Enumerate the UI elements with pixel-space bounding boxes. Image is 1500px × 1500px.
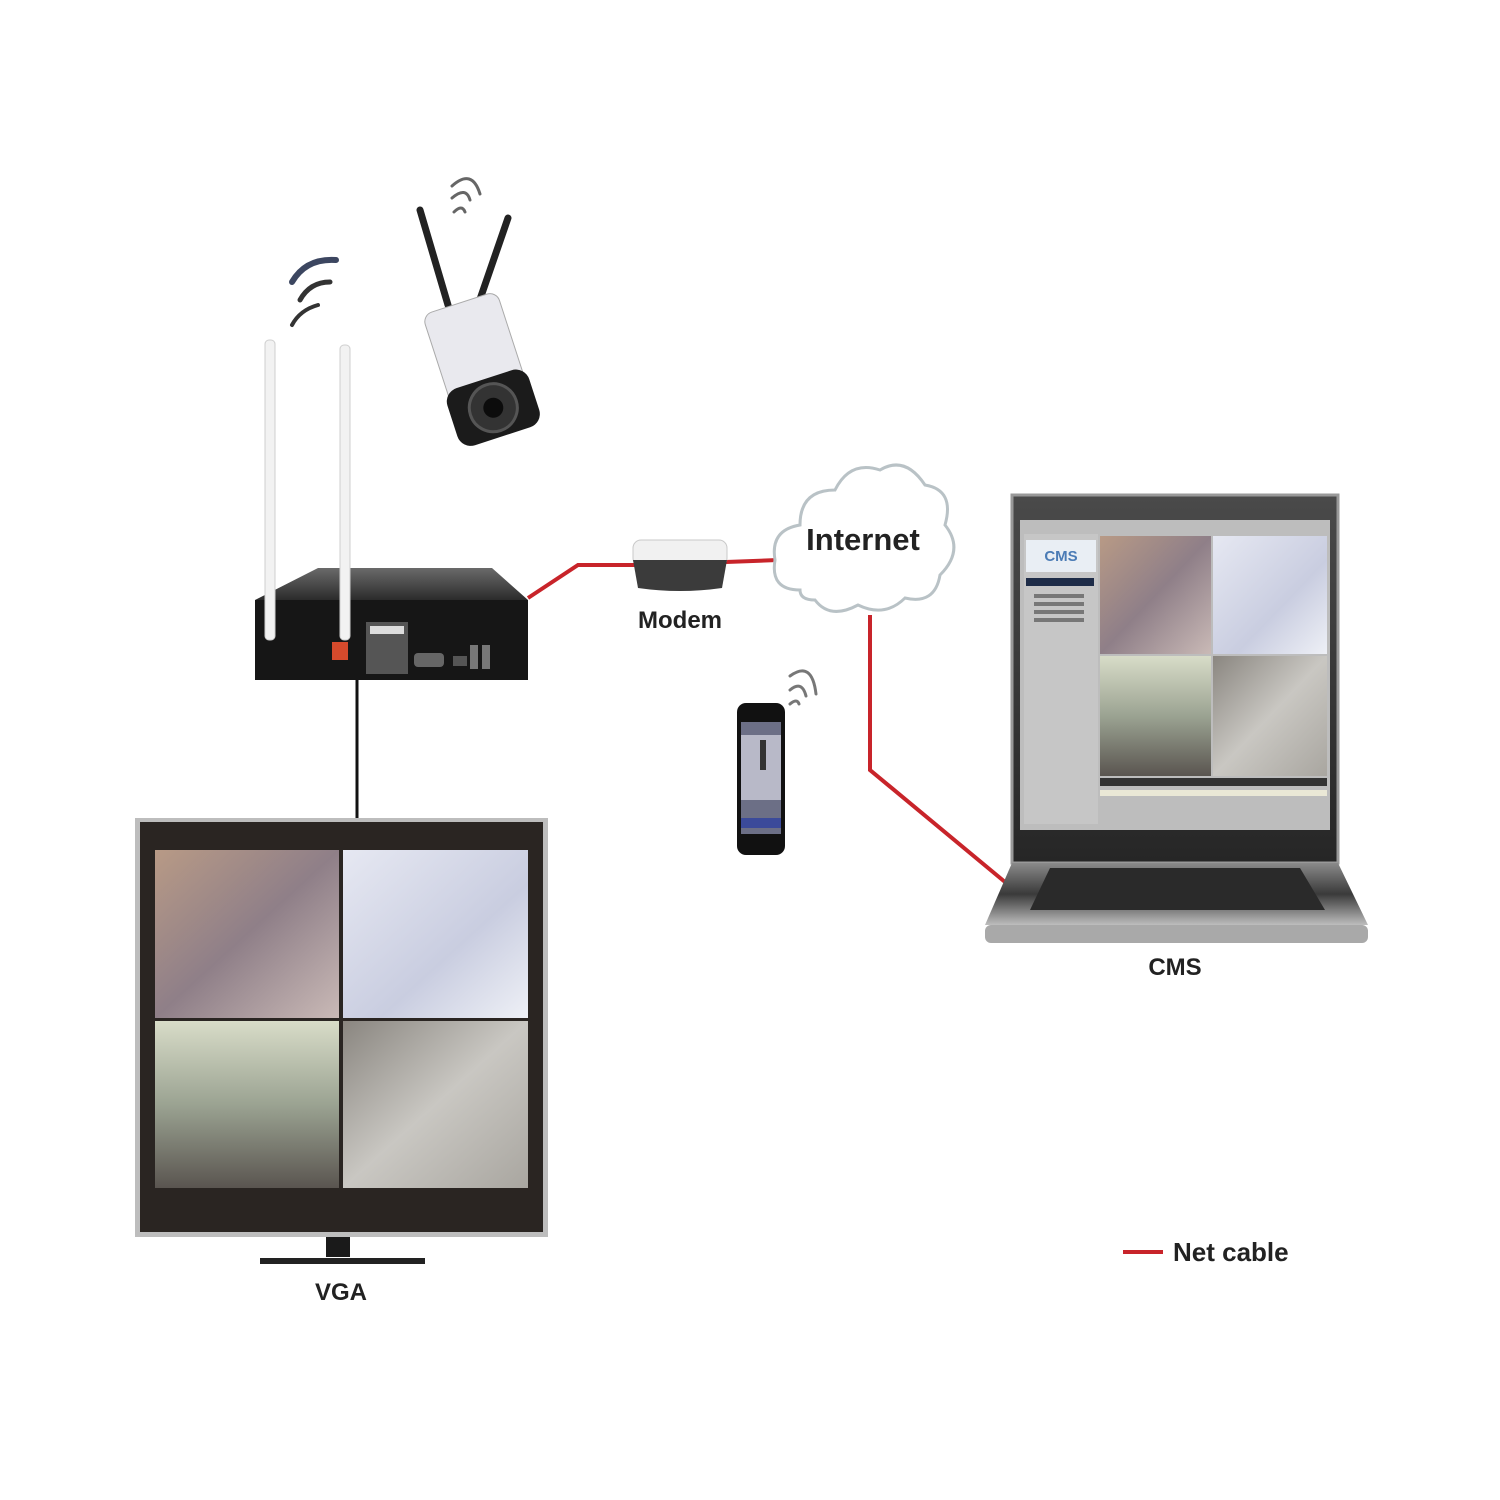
smartphone — [737, 703, 785, 855]
nvr-recorder — [255, 339, 528, 680]
camera-feed — [1213, 536, 1327, 654]
net-cable-internet-laptop — [868, 615, 1007, 884]
antenna-left — [264, 339, 276, 641]
camera-feed — [1213, 656, 1327, 776]
modem-label: Modem — [638, 607, 722, 634]
modem — [632, 539, 728, 591]
ethernet-port — [332, 642, 348, 660]
cms-label: CMS — [1148, 954, 1201, 981]
legend: Net cable — [1123, 1237, 1289, 1267]
laptop: CMS — [985, 493, 1368, 943]
net-cable-nvr-modem — [526, 563, 636, 600]
camera-wifi-icon — [450, 177, 482, 214]
cms-logo: CMS — [1044, 548, 1077, 565]
camera-feed — [155, 850, 339, 1018]
legend-net-cable-label: Net cable — [1173, 1237, 1289, 1267]
wifi-signal-icon — [289, 256, 339, 327]
internet-label: Internet — [806, 522, 920, 557]
camera-feed — [343, 1021, 528, 1188]
vga-label: VGA — [315, 1279, 367, 1306]
net-cable-modem-internet — [725, 558, 779, 564]
wireless-camera — [416, 206, 540, 446]
camera-feed — [1100, 656, 1211, 776]
internet-cloud — [772, 463, 956, 613]
antenna-right — [339, 344, 351, 641]
camera-feed — [1100, 536, 1211, 654]
vga-monitor — [135, 818, 548, 1264]
phone-wifi-icon — [788, 669, 818, 706]
camera-feed — [343, 850, 528, 1018]
camera-feed — [155, 1021, 339, 1188]
